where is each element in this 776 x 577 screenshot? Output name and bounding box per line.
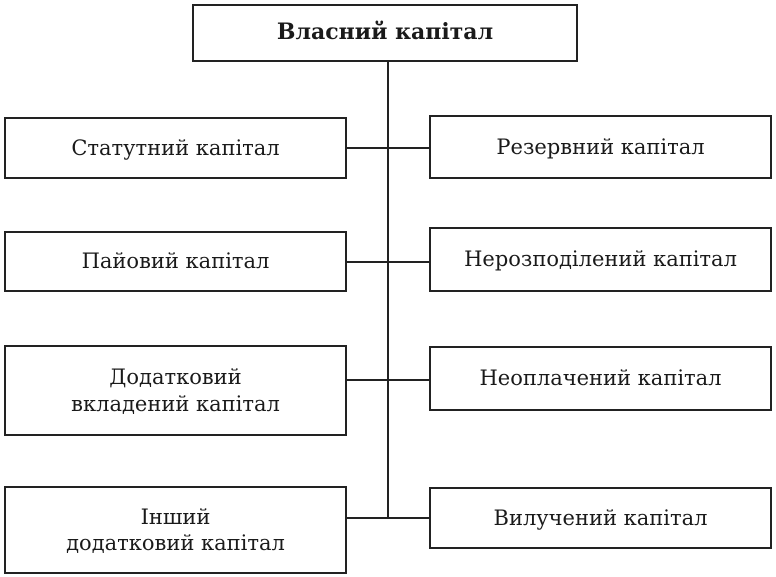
- node-label-line2: додатковий капітал: [66, 531, 285, 555]
- node-unpaid-capital: Неоплачений капітал: [429, 346, 772, 411]
- node-additional-paid-in-capital: Додатковий вкладений капітал: [4, 345, 347, 436]
- node-label-line1: Додатковий: [109, 365, 242, 390]
- node-label-group: Додатковий вкладений капітал: [71, 364, 280, 417]
- node-label: Пайовий капітал: [81, 249, 270, 274]
- node-authorized-capital: Статутний капітал: [4, 117, 347, 179]
- node-label: Нерозподілений капітал: [464, 247, 737, 272]
- node-label-line1: Інший: [140, 504, 211, 529]
- root-node-label: Власний капітал: [276, 19, 494, 46]
- node-label-group: Інший додатковий капітал: [66, 504, 285, 557]
- node-withdrawn-capital: Вилучений капітал: [429, 487, 772, 549]
- node-reserve-capital: Резервний капітал: [429, 115, 772, 179]
- node-label-line2: вкладений капітал: [71, 391, 280, 416]
- node-share-capital: Пайовий капітал: [4, 231, 347, 292]
- node-label: Статутний капітал: [71, 135, 280, 160]
- node-label: Неоплачений капітал: [479, 366, 722, 391]
- node-label: Резервний капітал: [496, 134, 705, 159]
- node-retained-earnings: Нерозподілений капітал: [429, 227, 772, 292]
- node-other-additional-capital: Інший додатковий капітал: [4, 486, 347, 574]
- node-label: Вилучений капітал: [493, 505, 708, 530]
- root-node-equity: Власний капітал: [192, 4, 578, 62]
